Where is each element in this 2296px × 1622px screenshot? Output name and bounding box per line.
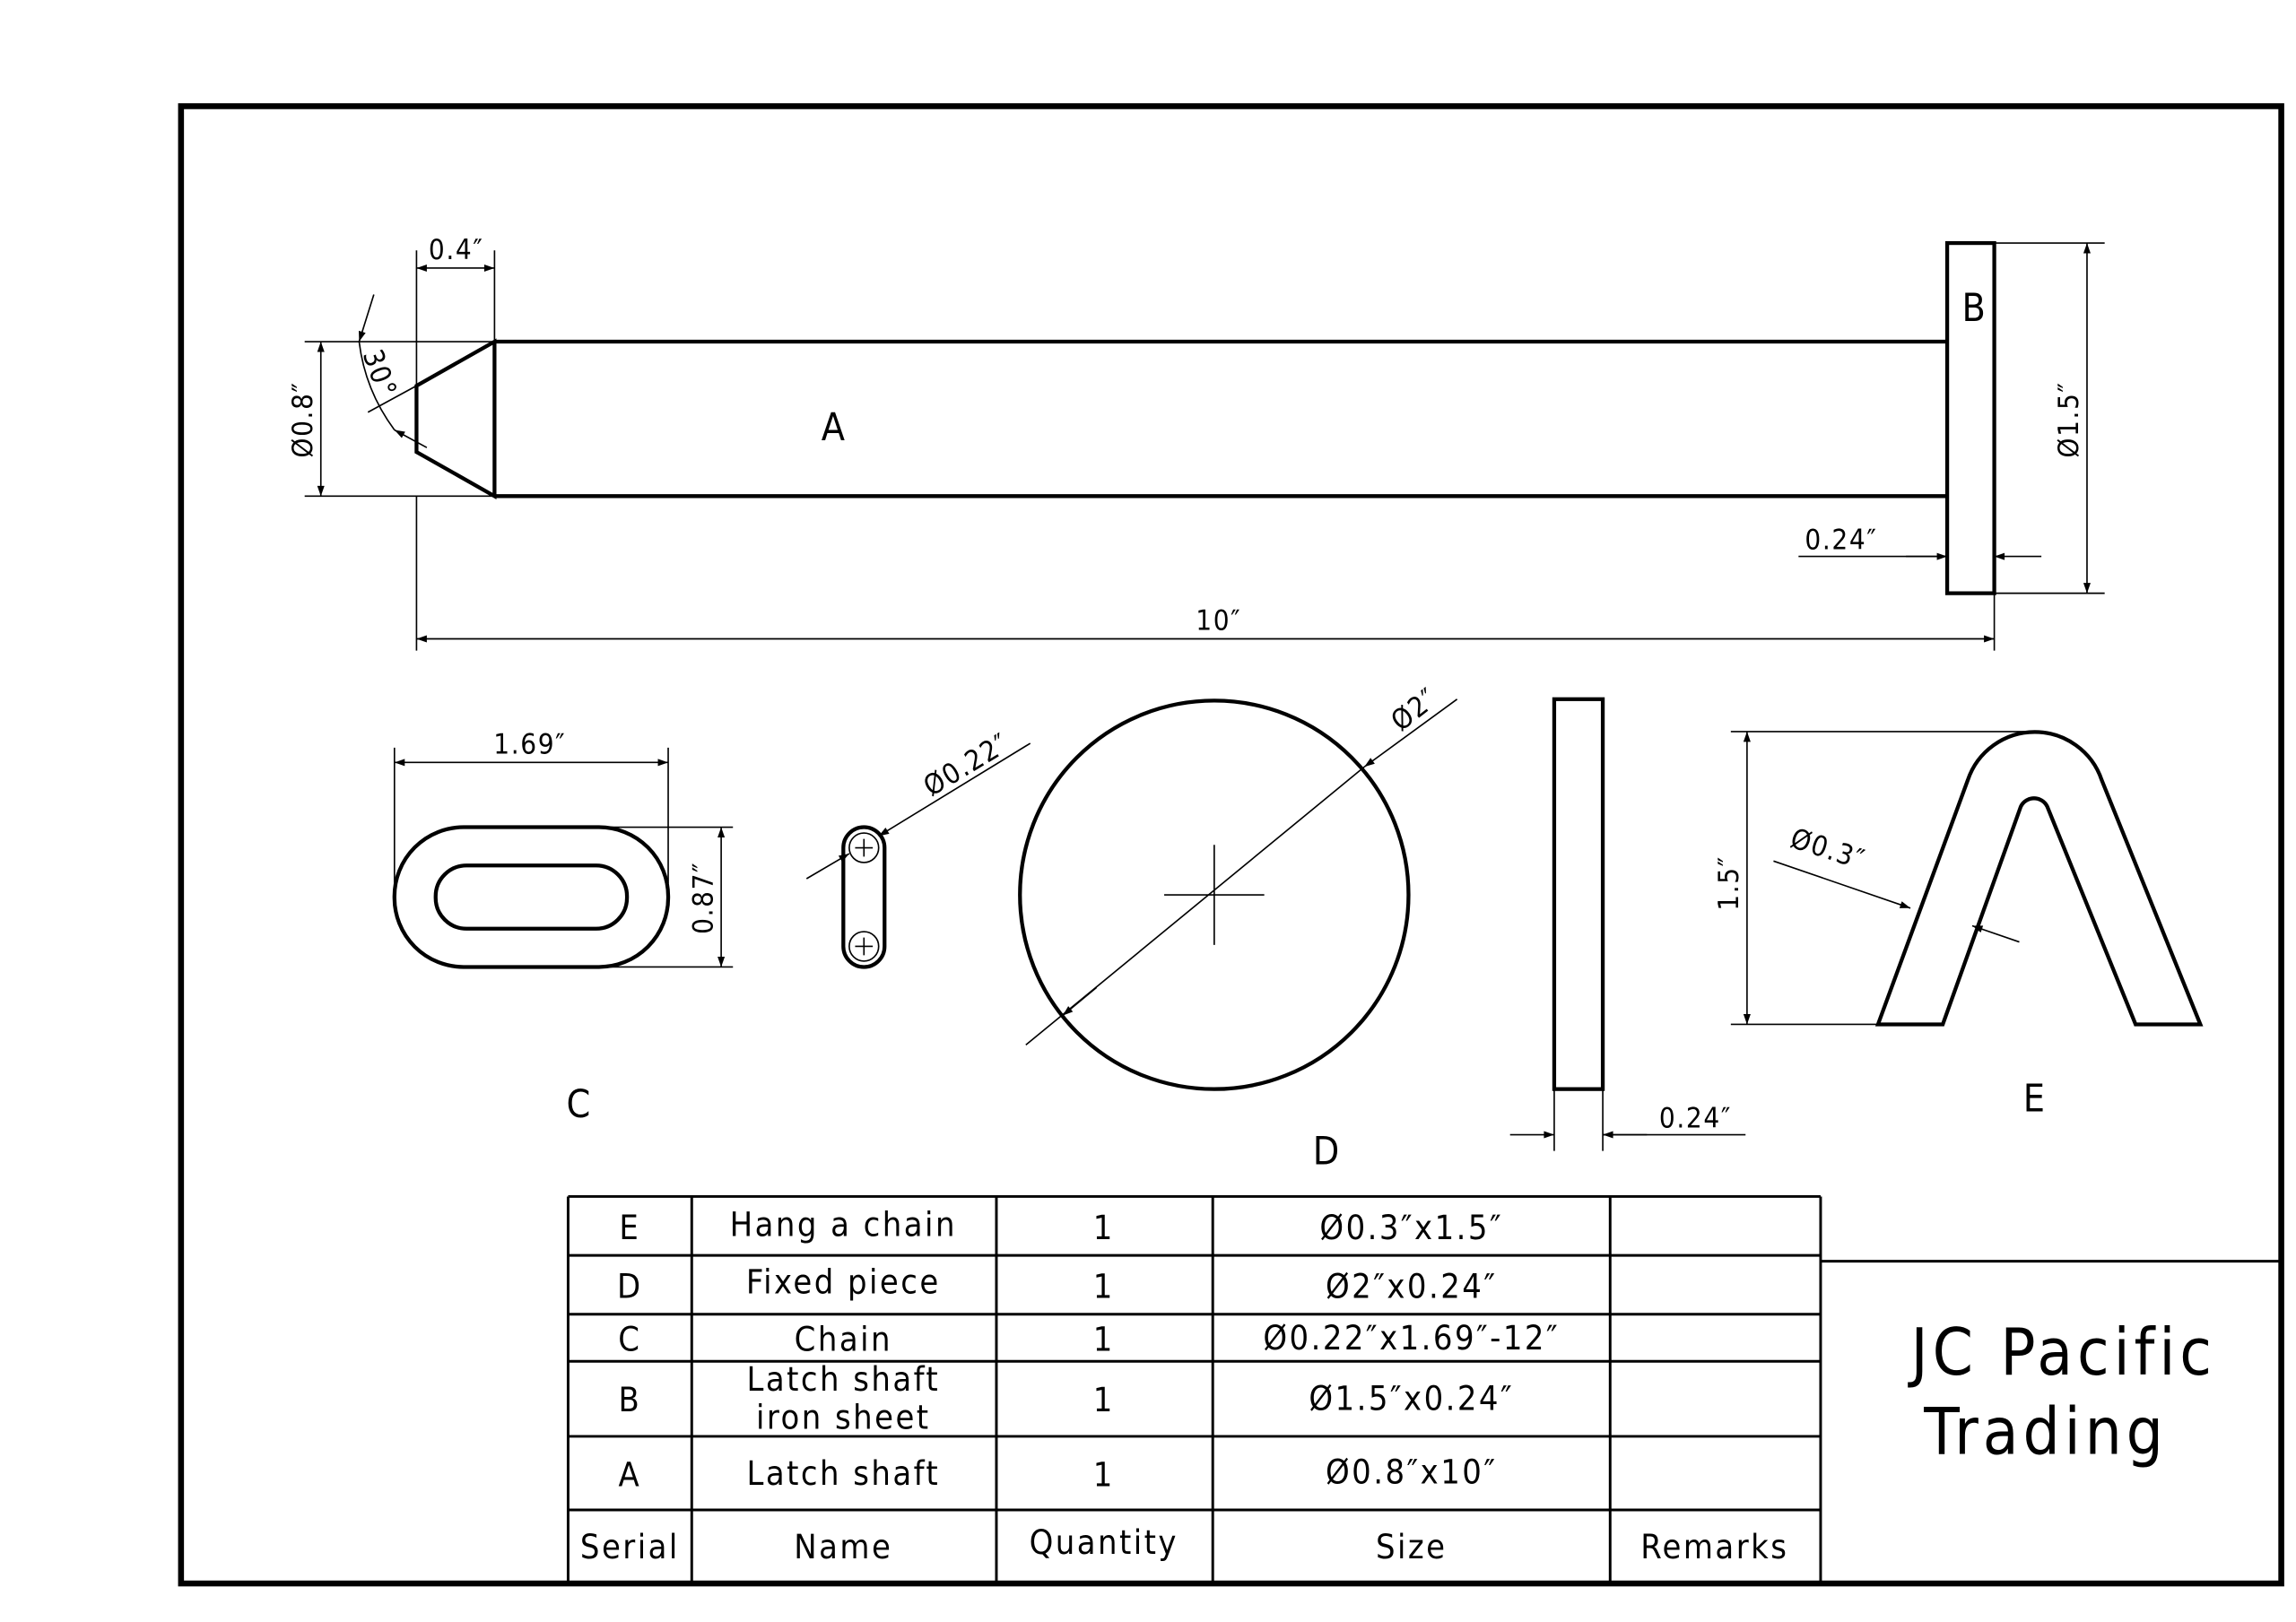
cell-size: Ø0.8″x10″ bbox=[1326, 1452, 1497, 1491]
cell-quantity: 1 bbox=[1093, 1455, 1115, 1495]
cell-size: Ø2″x0.24″ bbox=[1326, 1267, 1497, 1306]
header-serial: Serial bbox=[580, 1527, 680, 1566]
title-block: JC Pacific Trading bbox=[1820, 1260, 2282, 1470]
dimension-diameter-0-8: Ø0.8″ bbox=[287, 341, 495, 498]
cell-quantity: 1 bbox=[1093, 1208, 1115, 1247]
dimension-text: Ø2″ bbox=[1386, 681, 1445, 737]
cell-serial: C bbox=[618, 1320, 641, 1359]
dimension-text: 0.87″ bbox=[687, 862, 719, 934]
cell-quantity: 1 bbox=[1093, 1267, 1115, 1306]
dimension-0-24-flange: 0.24″ bbox=[1798, 524, 2042, 560]
cell-name: Latch shaft bbox=[746, 1453, 940, 1493]
dimension-text: Ø0.22″ bbox=[918, 727, 1015, 803]
part-a-label: A bbox=[822, 405, 845, 450]
dimension-overall-10: 10″ bbox=[415, 496, 1996, 651]
dimension-text: 10″ bbox=[1196, 605, 1241, 638]
drawing-border bbox=[178, 103, 2284, 1587]
part-d-fixed-piece: Ø2″ 0.24″ D bbox=[1018, 681, 1746, 1174]
dimension-text: 1.5″ bbox=[1713, 855, 1745, 911]
cell-name: iron sheet bbox=[756, 1398, 931, 1437]
header-name: Name bbox=[794, 1527, 892, 1566]
dimension-text: 0.24″ bbox=[1805, 524, 1877, 556]
dimension-text: Ø0.8″ bbox=[287, 381, 319, 457]
table-row: A Latch shaft 1 Ø0.8″x10″ bbox=[619, 1452, 1497, 1495]
part-b-label: B bbox=[1961, 286, 1985, 331]
part-c-chain-section: Ø0.22″ bbox=[805, 727, 1031, 969]
cell-name: Hang a chain bbox=[730, 1205, 957, 1245]
dimension-text: 1.69″ bbox=[493, 729, 566, 761]
table-row: C Chain 1 Ø0.22″x1.69″-12″ bbox=[618, 1318, 1560, 1359]
dimension-text: 0.24″ bbox=[1659, 1102, 1732, 1134]
cell-name: Chain bbox=[795, 1320, 892, 1359]
cell-serial: D bbox=[617, 1267, 643, 1306]
part-e-hang-chain: 1.5″ Ø0.3″ E bbox=[1713, 730, 2204, 1121]
dimension-0-4: 0.4″ bbox=[415, 234, 496, 386]
table-row: E Hang a chain 1 Ø0.3″x1.5″ bbox=[619, 1205, 1503, 1247]
part-d-label: D bbox=[1313, 1129, 1340, 1174]
part-c-chain-link: 1.69″ 0.87″ C bbox=[392, 729, 734, 1127]
cell-serial: B bbox=[618, 1380, 641, 1419]
cell-size: Ø0.22″x1.69″-12″ bbox=[1263, 1318, 1560, 1357]
company-name-line2: Trading bbox=[1923, 1395, 2168, 1470]
part-b-iron-sheet: B bbox=[1944, 240, 1996, 595]
table-row: D Fixed piece 1 Ø2″x0.24″ bbox=[617, 1262, 1497, 1306]
table-header-row: Serial Name Quantity Size Remarks bbox=[580, 1522, 1788, 1566]
part-a-latch-shaft: A bbox=[414, 338, 1948, 499]
cell-name: Fixed piece bbox=[746, 1262, 941, 1302]
dimension-text: Ø0.3″ bbox=[1787, 822, 1869, 877]
part-e-label: E bbox=[2023, 1076, 2045, 1121]
dimension-diameter-1-5: Ø1.5″ bbox=[1994, 242, 2105, 594]
header-size: Size bbox=[1376, 1527, 1448, 1566]
cell-size: Ø0.3″x1.5″ bbox=[1319, 1208, 1503, 1247]
cell-serial: E bbox=[619, 1208, 640, 1247]
dimension-text: 30° bbox=[356, 345, 404, 403]
header-quantity: Quantity bbox=[1030, 1522, 1178, 1562]
parts-table: E Hang a chain 1 Ø0.3″x1.5″ D Fixed piec… bbox=[566, 1194, 1822, 1584]
part-c-label: C bbox=[567, 1082, 591, 1127]
cell-serial: A bbox=[619, 1455, 642, 1495]
table-row: B Latch shaft iron sheet 1 Ø1.5″x0.24″ bbox=[618, 1359, 1514, 1437]
dimension-text: 0.4″ bbox=[429, 234, 484, 266]
header-remarks: Remarks bbox=[1640, 1527, 1788, 1566]
company-name-line1: JC Pacific bbox=[1908, 1315, 2216, 1391]
cell-quantity: 1 bbox=[1093, 1380, 1115, 1419]
dimension-text: Ø1.5″ bbox=[2053, 381, 2085, 457]
cell-quantity: 1 bbox=[1093, 1320, 1115, 1359]
cell-name: Latch shaft bbox=[746, 1359, 940, 1399]
cell-size: Ø1.5″x0.24″ bbox=[1309, 1378, 1514, 1418]
